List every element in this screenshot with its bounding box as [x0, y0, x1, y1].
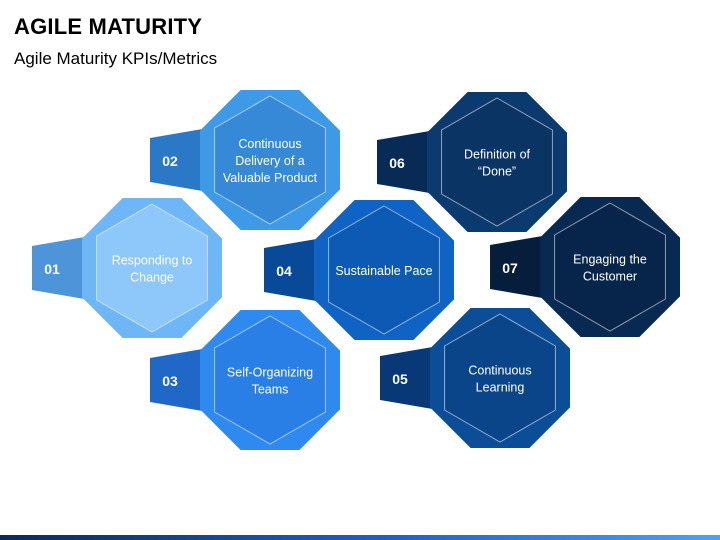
number-tab-front [150, 358, 190, 402]
number-label: 03 [162, 373, 178, 389]
hexagon-shape [328, 205, 440, 335]
hexagon-shape [441, 97, 553, 227]
number-label: 06 [389, 155, 405, 171]
number-label: 01 [44, 261, 60, 277]
hexagon-shape [444, 313, 556, 443]
number-label: 07 [502, 260, 518, 276]
number-tab-front [490, 245, 530, 289]
metric-label: Continuous [468, 364, 531, 378]
metric-label: Valuable Product [223, 171, 318, 185]
number-tab-front [32, 246, 72, 290]
metric-label: Customer [583, 270, 637, 284]
metric-label: Sustainable Pace [335, 264, 432, 278]
metric-label: Continuous [238, 137, 301, 151]
metric-label: Teams [252, 383, 289, 397]
metric-label: Learning [476, 381, 525, 395]
number-tab-front [380, 356, 420, 400]
metric-label: Definition of [464, 148, 531, 162]
metric-label: Responding to [112, 254, 193, 268]
metric-04: 04 Sustainable Pace [264, 200, 454, 340]
number-label: 04 [276, 263, 292, 279]
number-tab-front [377, 140, 417, 184]
metric-label: Self-Organizing [227, 366, 313, 380]
metric-label: Delivery of a [235, 154, 305, 168]
number-tab-front [150, 138, 190, 182]
footer-bar [0, 535, 720, 540]
metric-label: Change [130, 271, 174, 285]
hexagon-shape [554, 202, 666, 332]
metric-label: “Done” [478, 165, 516, 179]
metric-06: 06 Definition of “Done” [377, 92, 567, 232]
hexagon-shape [214, 95, 326, 225]
number-label: 05 [392, 371, 408, 387]
number-label: 02 [162, 153, 178, 169]
number-tab-front [264, 248, 304, 292]
page-title: AGILE MATURITY [14, 14, 203, 39]
metric-label: Engaging the [573, 253, 647, 267]
metric-01: 01 Responding to Change [32, 198, 222, 338]
hexagon-shape [96, 203, 208, 333]
hexagon-shape [214, 315, 326, 445]
page-subtitle: Agile Maturity KPIs/Metrics [14, 49, 218, 68]
